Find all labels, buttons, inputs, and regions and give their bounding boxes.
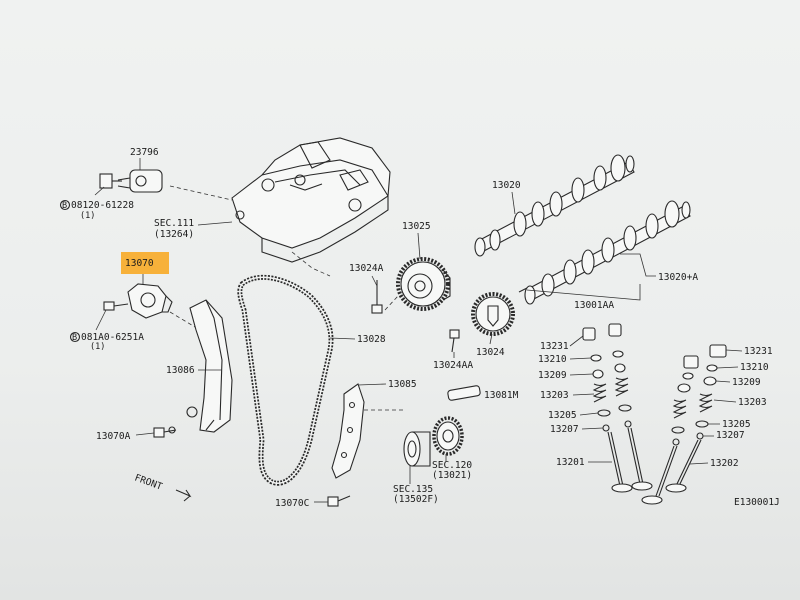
label-sec120-sub: (13021): [432, 470, 472, 481]
leader-line: [417, 232, 421, 260]
leader-line: [357, 383, 387, 386]
bolt-symbol-b: [69, 331, 81, 343]
label-l13210: 13210: [538, 354, 567, 365]
label-l13231: 13231: [540, 341, 569, 352]
guide-pin-13081m: [447, 385, 481, 401]
label-sec120: SEC.120: [432, 460, 472, 471]
label-13028: 13028: [357, 334, 386, 345]
cam-sprocket-13024: [471, 292, 515, 336]
leader-line: [169, 185, 233, 201]
guide-bolt-13070a: [153, 426, 177, 438]
valve-cover: [231, 137, 391, 263]
cam-position-sensor: [99, 169, 163, 193]
label-13020: 13020: [492, 180, 521, 191]
label-r13231: 13231: [744, 346, 773, 357]
label-08120-qty: (1): [80, 211, 95, 221]
leader-line: [689, 349, 743, 465]
front-arrow-icon: [175, 489, 192, 502]
leader-line: [135, 432, 155, 436]
leader-line: [95, 309, 107, 331]
leader-line: [371, 275, 378, 287]
label-sec111-sub: (13264): [154, 229, 194, 240]
bolt-symbol-letter: B: [62, 201, 67, 211]
diagram-code: E130001J: [734, 497, 780, 508]
label-13070c: 13070C: [275, 498, 309, 509]
leader-line: [569, 335, 612, 463]
label-13020a: 13020+A: [658, 272, 698, 283]
bolt-symbol-letter: B: [72, 333, 77, 343]
label-l13201: 13201: [556, 457, 585, 468]
crank-sprocket: [403, 416, 464, 467]
label-13070a: 13070A: [96, 431, 131, 442]
label-13024aa: 13024AA: [433, 360, 473, 371]
label-13024a: 13024A: [349, 263, 384, 274]
label-l13207: 13207: [550, 424, 579, 435]
label-081a0: 081A0-6251A: [81, 332, 144, 343]
label-13081m: 13081M: [484, 390, 519, 401]
leader-line: [489, 333, 493, 345]
label-13024: 13024: [476, 347, 505, 358]
tension-guide: [331, 383, 365, 479]
front-label: FRONT: [133, 472, 164, 492]
label-r13209: 13209: [732, 377, 761, 388]
label-13070: 13070: [125, 258, 154, 269]
label-sec111: SEC.111: [154, 218, 194, 229]
sprocket-bolt-13024aa: [449, 329, 460, 353]
bolt-symbol-b: [59, 199, 71, 211]
label-sec135-sub: (13502F): [393, 494, 439, 505]
label-23796: 23796: [130, 147, 159, 158]
timing-chain: [237, 274, 334, 486]
label-r13210: 13210: [740, 362, 769, 373]
label-l13205: 13205: [548, 410, 577, 421]
leader-line: [291, 251, 331, 277]
label-13086: 13086: [166, 365, 195, 376]
leader-line: [384, 295, 399, 311]
leader-line: [620, 253, 656, 277]
label-r13203: 13203: [738, 397, 767, 408]
camshaft-13020: [474, 154, 635, 257]
label-l13209: 13209: [538, 370, 567, 381]
leader-line: [511, 191, 516, 215]
label-r13205: 13205: [722, 419, 751, 430]
sprocket-bolt-13024a: [371, 280, 383, 314]
chain-tensioner: [127, 283, 173, 319]
leader-line: [329, 337, 356, 340]
cam-sprocket-13025: [396, 257, 451, 311]
leader-line: [94, 186, 105, 196]
label-r13202: 13202: [710, 458, 739, 469]
label-08120: 08120-61228: [71, 200, 134, 211]
valve-stack-right: [655, 344, 727, 497]
label-081a0-qty: (1): [90, 342, 105, 352]
valve-stack-left: [582, 323, 663, 505]
label-13001aa: 13001AA: [574, 300, 614, 311]
label-13085: 13085: [388, 379, 417, 390]
label-sec135: SEC.135: [393, 484, 433, 495]
label-r13207: 13207: [716, 430, 745, 441]
slack-guide: [186, 299, 233, 433]
label-13025: 13025: [402, 221, 431, 232]
camshaft-13020a: [524, 200, 691, 305]
dowel-pin: [518, 287, 528, 293]
label-l13203: 13203: [540, 390, 569, 401]
guide-bolt-13070c: [327, 495, 351, 507]
tensioner-bolt: [103, 301, 129, 311]
leader-line: [526, 284, 641, 301]
leader-line: [197, 221, 233, 226]
highlight-box: [121, 252, 169, 274]
